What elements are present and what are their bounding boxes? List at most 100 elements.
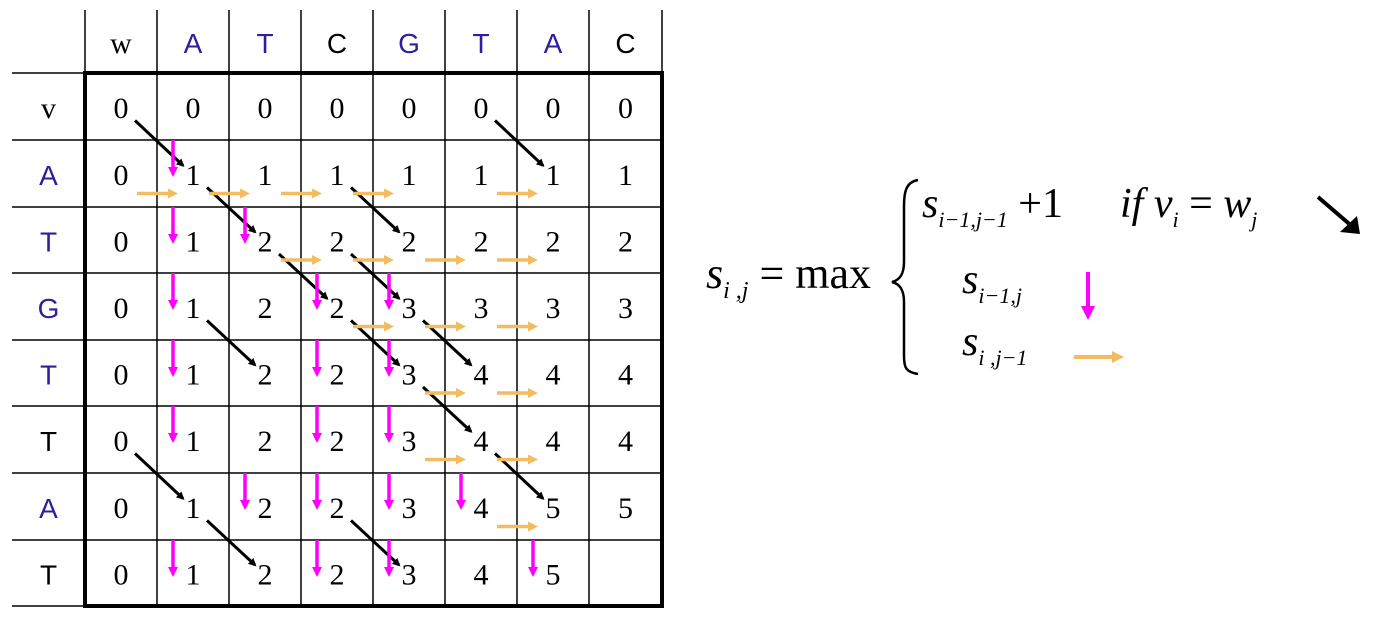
matrix-cell-value: 4 xyxy=(474,492,489,525)
row-header: T xyxy=(40,426,57,457)
matrix-cell-value: 3 xyxy=(474,292,489,325)
matrix-cell-value: 1 xyxy=(474,159,489,192)
matrix-cell-value: 4 xyxy=(474,559,489,592)
diag-legend-arrowhead xyxy=(1340,216,1360,234)
case2-s: s xyxy=(962,257,979,303)
matrix-cell-value: 4 xyxy=(546,359,561,392)
case1-vi-sub: i xyxy=(1172,207,1179,232)
matrix-cell-value: 0 xyxy=(114,425,129,458)
case1-if: if xyxy=(1119,181,1144,227)
diagonal-arrow xyxy=(133,452,185,500)
diagonal-arrow xyxy=(493,119,545,167)
formula-arrows xyxy=(891,178,1360,376)
case1-wj: w xyxy=(1223,181,1252,227)
matrix-cell-value: 3 xyxy=(618,292,633,325)
diagonal-arrow xyxy=(349,519,401,567)
row-header: T xyxy=(40,560,57,591)
matrix-cell-value: 2 xyxy=(330,359,345,392)
row-header: A xyxy=(39,493,58,524)
matrix-cell-value: 5 xyxy=(618,492,633,525)
row-header: T xyxy=(40,360,57,391)
matrix-cell-value: 3 xyxy=(402,492,417,525)
matrix-cell-value: 0 xyxy=(114,492,129,525)
formula-case-diag: si−1,j−1 +1 if vi = wj xyxy=(922,180,1257,233)
case3-s: s xyxy=(962,319,979,365)
diagonal-arrow xyxy=(205,319,257,367)
down-legend-arrowhead xyxy=(1081,306,1095,320)
matrix-cell-value: 1 xyxy=(186,159,201,192)
diagonal-arrow xyxy=(205,519,257,567)
v-label: v xyxy=(41,92,56,125)
case2-sub: i−1,j xyxy=(978,283,1022,308)
matrix-cell-value: 4 xyxy=(474,425,489,458)
arrow-layer xyxy=(133,119,545,577)
matrix-cell-value: 2 xyxy=(258,425,273,458)
matrix-cell-value: 3 xyxy=(402,559,417,592)
diag-legend-arrow xyxy=(1316,195,1356,230)
matrix-cell-value: 0 xyxy=(114,159,129,192)
matrix-cell-value: 1 xyxy=(402,159,417,192)
row-header: T xyxy=(40,227,57,258)
matrix-cell-value: 0 xyxy=(114,92,129,125)
matrix-cell-value: 0 xyxy=(546,92,561,125)
matrix-cell-value: 4 xyxy=(546,425,561,458)
column-header: C xyxy=(327,28,347,59)
matrix-cell-value: 0 xyxy=(258,92,273,125)
matrix-cell-value: 2 xyxy=(330,425,345,458)
case3-sub: i ,j−1 xyxy=(978,345,1028,370)
matrix-cell-value: 1 xyxy=(330,159,345,192)
matrix-cell-value: 3 xyxy=(402,292,417,325)
matrix-cell-value: 2 xyxy=(330,292,345,325)
column-header: A xyxy=(184,28,203,59)
formula-lhs-sub: i ,j xyxy=(723,278,749,304)
matrix-cell-value: 2 xyxy=(258,559,273,592)
column-header: C xyxy=(615,28,635,59)
diagonal-arrow xyxy=(133,119,185,167)
matrix-cell-value: 2 xyxy=(330,559,345,592)
matrix-cell-value: 1 xyxy=(258,159,273,192)
column-header: A xyxy=(544,28,563,59)
matrix-cell-value: 2 xyxy=(402,226,417,259)
formula-case-down: si−1,j xyxy=(962,256,1022,309)
matrix-cell-value: 2 xyxy=(258,492,273,525)
case1-vi: v xyxy=(1153,181,1173,227)
matrix-border xyxy=(83,71,664,608)
matrix-cell-value: 2 xyxy=(546,226,561,259)
matrix-cell-value: 0 xyxy=(474,92,489,125)
matrix-cell-value: 2 xyxy=(330,226,345,259)
matrix-cell-value: 1 xyxy=(186,359,201,392)
matrix-cell-value: 0 xyxy=(114,292,129,325)
matrix-cell-value: 5 xyxy=(546,559,561,592)
matrix-cell-value: 3 xyxy=(402,425,417,458)
matrix-cell-value: 1 xyxy=(546,159,561,192)
formula-equals-max: = max xyxy=(759,249,872,298)
grid-lines xyxy=(12,10,664,608)
row-header: A xyxy=(39,160,58,191)
matrix-cell-value: 5 xyxy=(546,492,561,525)
matrix-cell-value: 0 xyxy=(114,559,129,592)
column-header: T xyxy=(256,28,273,59)
matrix-cell-value: 4 xyxy=(618,359,633,392)
curly-brace xyxy=(891,178,919,376)
matrix-cell-value: 2 xyxy=(258,226,273,259)
matrix-cell-value: 3 xyxy=(402,359,417,392)
matrix-cell-value: 2 xyxy=(618,226,633,259)
matrix-cell-value: 1 xyxy=(186,292,201,325)
case1-s: s xyxy=(922,181,939,227)
row-header: G xyxy=(38,293,60,324)
matrix-cell-value: 1 xyxy=(186,492,201,525)
matrix-cell-value: 0 xyxy=(402,92,417,125)
matrix-cell-value: 4 xyxy=(474,359,489,392)
matrix-cell-value: 4 xyxy=(618,425,633,458)
column-header: G xyxy=(398,28,420,59)
matrix-cell-value: 0 xyxy=(114,226,129,259)
case1-sub: i−1,j−1 xyxy=(938,207,1008,232)
matrix-cell-value: 1 xyxy=(186,559,201,592)
case1-plus: +1 xyxy=(1018,181,1063,227)
matrix-cell-value: 2 xyxy=(330,492,345,525)
matrix-cell-value: 1 xyxy=(186,226,201,259)
matrix-cell-value: 1 xyxy=(186,425,201,458)
matrix-cell-value: 2 xyxy=(258,359,273,392)
